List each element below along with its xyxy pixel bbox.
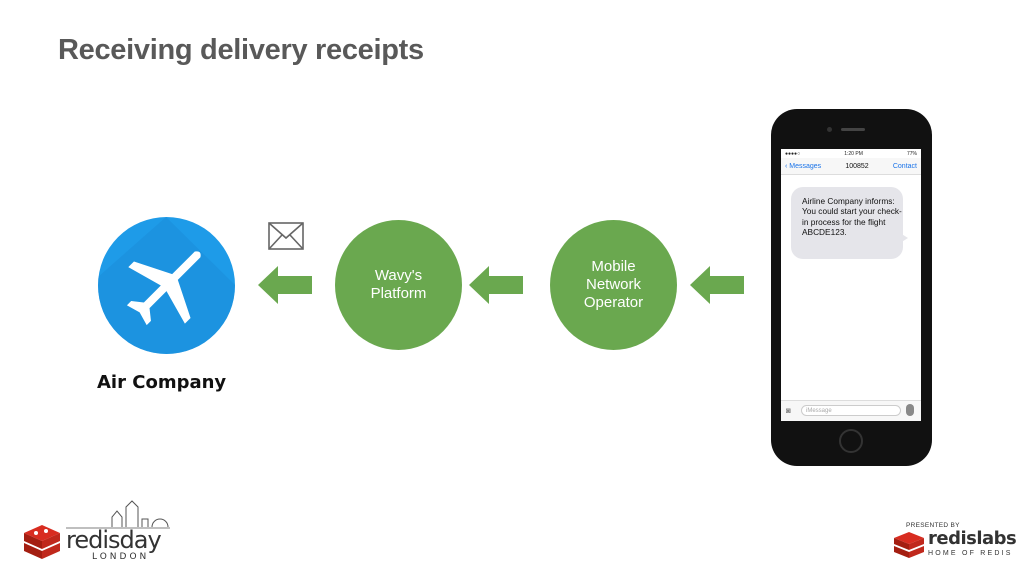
arrow-left-icon bbox=[469, 266, 523, 309]
speaker-icon bbox=[841, 128, 865, 131]
event-logo-subtitle: LONDON bbox=[92, 552, 150, 562]
status-bar: ●●●●○ 1:20 PM 77% bbox=[781, 149, 921, 158]
presented-by-label: PRESENTED BY bbox=[906, 522, 960, 529]
message-bubble: Airline Company informs: You could start… bbox=[791, 187, 903, 259]
contact-button[interactable]: Contact bbox=[892, 162, 917, 170]
status-time: 1:20 PM bbox=[844, 150, 863, 157]
contact-number: 100852 bbox=[845, 162, 869, 170]
node-label: Wavy's Platform bbox=[370, 267, 427, 302]
air-company-label: Air Company bbox=[97, 372, 227, 393]
phone-screen: ●●●●○ 1:20 PM 77% ‹ Messages 100852 Cont… bbox=[781, 149, 921, 421]
phone-mockup: ●●●●○ 1:20 PM 77% ‹ Messages 100852 Cont… bbox=[771, 109, 932, 466]
arrow-left-icon bbox=[690, 266, 744, 309]
sponsor-logo-text: redislabs bbox=[928, 528, 1017, 549]
slide-title: Receiving delivery receipts bbox=[58, 34, 424, 66]
back-label: Messages bbox=[789, 162, 822, 170]
arrow-left-icon bbox=[258, 266, 312, 309]
camera-icon bbox=[827, 127, 832, 132]
airplane-icon bbox=[98, 217, 235, 354]
redisday-logo: redisday LONDON bbox=[22, 497, 172, 568]
chevron-left-icon: ‹ bbox=[785, 162, 790, 170]
node-label: Mobile Network Operator bbox=[583, 258, 644, 311]
status-battery: 77% bbox=[906, 150, 917, 157]
redis-cube-icon bbox=[24, 525, 60, 559]
messages-nav-bar: ‹ Messages 100852 Contact bbox=[781, 158, 921, 175]
back-button[interactable]: ‹ Messages bbox=[785, 163, 821, 170]
envelope-icon bbox=[268, 222, 304, 255]
bubble-tail bbox=[900, 233, 908, 243]
message-text: Airline Company informs: You could start… bbox=[802, 196, 902, 237]
camera-icon[interactable]: ◙ bbox=[786, 406, 791, 415]
signal-icon: ●●●●○ bbox=[785, 150, 801, 157]
redis-cube-icon bbox=[894, 532, 924, 558]
sponsor-logo-subtitle: HOME OF REDIS bbox=[928, 550, 1013, 557]
node-mobile-network-operator: Mobile Network Operator bbox=[550, 220, 677, 350]
message-input[interactable]: iMessage bbox=[801, 405, 901, 416]
event-logo-text: redisday bbox=[66, 526, 162, 554]
home-button bbox=[839, 429, 863, 453]
node-wavys-platform: Wavy's Platform bbox=[335, 220, 462, 350]
microphone-icon[interactable] bbox=[906, 404, 914, 416]
message-input-bar: ◙ iMessage bbox=[781, 400, 921, 421]
